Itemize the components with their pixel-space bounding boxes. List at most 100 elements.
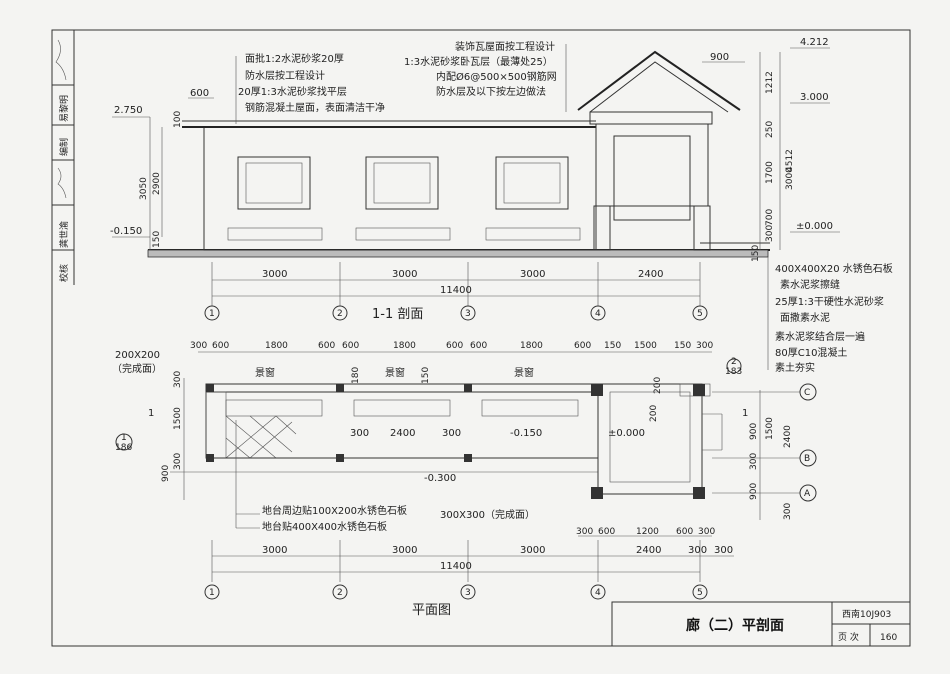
dim-1212: 1212 [765, 71, 775, 94]
svg-text:180: 180 [351, 367, 361, 384]
note-right-2: 1:3水泥砂浆卧瓦层（最薄处25） [404, 55, 553, 68]
svg-text:200: 200 [649, 405, 659, 422]
sidebar-editor: 编制 [58, 138, 70, 156]
svg-text:600: 600 [212, 341, 229, 351]
section-right-dims: 900 1212 250 1700 700 300 150 3000 4512 … [702, 37, 840, 262]
label-200x200: 200X200 [115, 350, 160, 361]
floor-note-6: 80厚C10混凝土 [775, 346, 847, 359]
section-bottom-dims: 3000 3000 3000 2400 11400 [211, 262, 701, 306]
total-11400: 11400 [440, 285, 472, 296]
section-view: 面批1:2水泥砂浆20厚 防水层按工程设计 20厚1:3水泥砂浆找平层 钢筋混凝… [110, 37, 893, 374]
dim-3000r: 3000 [785, 167, 795, 190]
pavilion-column-right [693, 205, 711, 251]
svg-text:5: 5 [697, 588, 703, 598]
dim-2900: 2900 [152, 172, 162, 195]
window-panel-1 [237, 156, 311, 210]
section-mark-left: 1 [148, 408, 154, 419]
svg-text:300: 300 [698, 527, 715, 537]
svg-text:600: 600 [318, 341, 335, 351]
floor-note-3: 25厚1:3干硬性水泥砂浆 [775, 295, 884, 308]
pavilion-column-left [593, 205, 611, 251]
signature-mark [55, 39, 67, 81]
sidebar-date: 易黎明 [58, 95, 70, 122]
window-band [205, 383, 599, 393]
svg-text:900: 900 [161, 465, 171, 482]
svg-text:3: 3 [465, 309, 471, 319]
plan-note-step1: 地台周边贴100X200水锈色石板 [262, 504, 407, 517]
svg-text:300: 300 [749, 453, 759, 470]
dim-600: 600 [190, 88, 209, 99]
dim-100: 100 [173, 111, 183, 128]
svg-text:600: 600 [446, 341, 463, 351]
plan-view: 300 600 1800 600 600 1800 600 600 1800 6… [112, 341, 817, 618]
elev-4212: 4.212 [800, 37, 829, 48]
svg-text:300: 300 [442, 428, 461, 439]
section-left-dims: 2.750 -0.150 3050 2900 100 150 600 [110, 88, 214, 250]
svg-text:300: 300 [173, 371, 183, 388]
dim-300: 300 [765, 225, 775, 242]
svg-text:1: 1 [209, 309, 215, 319]
svg-text:300: 300 [350, 428, 369, 439]
svg-text:186: 186 [115, 443, 132, 453]
dim-900: 900 [710, 52, 729, 63]
columns [206, 384, 705, 499]
plan-elev-m015: -0.150 [510, 428, 542, 439]
svg-text:2: 2 [337, 309, 343, 319]
svg-text:3000: 3000 [392, 545, 417, 556]
bay-2: 3000 [392, 269, 417, 280]
dim-150: 150 [152, 231, 162, 248]
svg-text:1800: 1800 [393, 341, 416, 351]
label-finish: （完成面） [112, 362, 162, 375]
plan-note-300: 300X300（完成面） [440, 508, 535, 521]
plan-axes: 1 2 3 4 5 [204, 584, 708, 600]
svg-text:C: C [804, 388, 810, 398]
bench-plan-2 [353, 399, 451, 417]
corridor-floor [205, 391, 599, 459]
plan-note-step2: 地台贴400X400水锈色石板 [262, 520, 387, 533]
sheet-code: 西南10J903 [842, 608, 891, 620]
section-notes-left: 面批1:2水泥砂浆20厚 防水层按工程设计 20厚1:3水泥砂浆找平层 钢筋混凝… [235, 52, 385, 124]
elev-0000: ±0.000 [796, 221, 833, 232]
note-left-2: 防水层按工程设计 [245, 69, 325, 82]
svg-text:600: 600 [676, 527, 693, 537]
plan-right-dims: 1 2 183 900 1500 300 900 300 2400 C B A [712, 357, 817, 520]
sheet-border [51, 29, 911, 647]
sidebar-check: 校核 [58, 264, 70, 282]
svg-text:1200: 1200 [636, 527, 659, 537]
page-label: 页 次 [838, 631, 859, 643]
note-right-3: 内配Ø6@500×500钢筋网 [436, 70, 557, 83]
svg-text:1500: 1500 [173, 407, 183, 430]
section-notes-right: 装饰瓦屋面按工程设计 1:3水泥砂浆卧瓦层（最薄处25） 内配Ø6@500×50… [404, 40, 567, 112]
pavilion-plan [597, 383, 703, 495]
svg-text:4: 4 [595, 309, 601, 319]
bench-3 [485, 227, 581, 241]
pavilion-opening [613, 135, 691, 221]
window-label-1: 景窗 [255, 366, 275, 379]
plan-title: 平面图 [412, 603, 451, 618]
bench-plan-1 [225, 399, 323, 417]
svg-text:3: 3 [465, 588, 471, 598]
svg-text:2400: 2400 [783, 425, 793, 448]
corridor-wall [203, 126, 597, 251]
elev-m0150: -0.150 [110, 226, 142, 237]
svg-text:2: 2 [337, 588, 343, 598]
svg-text:200: 200 [653, 377, 663, 394]
svg-text:A: A [804, 489, 811, 499]
note-left-3: 20厚1:3水泥砂浆找平层 [238, 85, 347, 98]
bench-plan-3 [481, 399, 579, 417]
note-right-4: 防水层及以下按左边做法 [436, 85, 546, 98]
plan-elev-000: ±0.000 [608, 428, 645, 439]
dim-250: 250 [765, 121, 775, 138]
section-title: 1-1 剖面 [372, 307, 423, 322]
dim-3050: 3050 [139, 177, 149, 200]
svg-text:4: 4 [595, 588, 601, 598]
floor-slab [147, 249, 769, 258]
svg-text:600: 600 [470, 341, 487, 351]
step-hatch [225, 415, 297, 459]
floor-note-1: 400X400X20 水锈色石板 [775, 262, 893, 275]
window-panel-2 [365, 156, 439, 210]
pavilion-roof [577, 50, 741, 111]
svg-text:900: 900 [749, 423, 759, 440]
svg-text:300: 300 [576, 527, 593, 537]
